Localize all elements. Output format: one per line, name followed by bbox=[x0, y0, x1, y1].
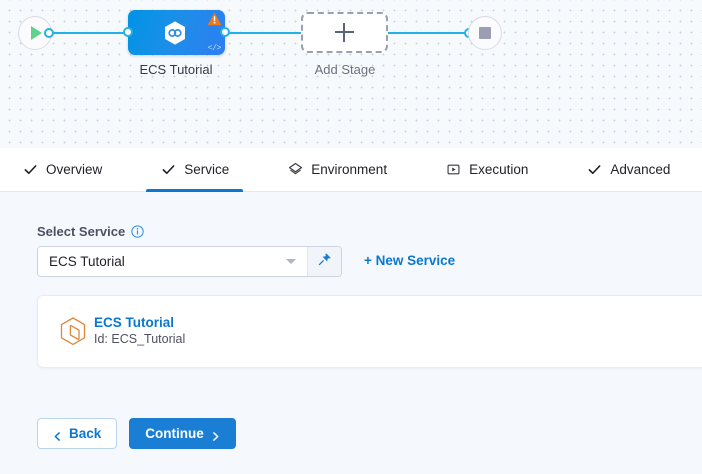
add-stage-button[interactable] bbox=[301, 12, 388, 53]
continue-button[interactable]: Continue bbox=[129, 418, 236, 449]
plus-icon bbox=[335, 23, 354, 42]
service-card-name[interactable]: ECS Tutorial bbox=[94, 315, 175, 330]
chevron-right-icon bbox=[211, 429, 220, 441]
connector-edge-stage-to-addstage bbox=[225, 32, 301, 34]
tab-execution[interactable]: Execution bbox=[431, 148, 542, 192]
play-icon bbox=[31, 26, 42, 40]
info-icon[interactable] bbox=[131, 225, 144, 238]
tab-label: Service bbox=[184, 162, 230, 177]
back-button[interactable]: Back bbox=[37, 418, 118, 449]
footer-actions: Back Continue bbox=[37, 418, 236, 449]
select-service-label: Select Service bbox=[37, 224, 144, 239]
service-card[interactable]: ECS Tutorial Id: ECS_Tutorial bbox=[37, 295, 702, 368]
check-icon bbox=[22, 162, 38, 178]
tab-label: Execution bbox=[469, 162, 529, 177]
tab-label: Overview bbox=[46, 162, 103, 177]
layers-icon bbox=[287, 162, 303, 178]
service-hexagon-icon bbox=[162, 20, 188, 46]
start-node-output-port[interactable] bbox=[44, 28, 54, 38]
service-hexagon-icon bbox=[58, 316, 88, 348]
service-card-id: Id: ECS_Tutorial bbox=[94, 332, 186, 346]
stop-square-icon bbox=[479, 27, 491, 39]
service-select-value-box[interactable]: ECS Tutorial bbox=[38, 247, 307, 276]
code-brackets-icon[interactable]: </> bbox=[207, 44, 222, 53]
warning-triangle-icon bbox=[207, 12, 222, 26]
tab-overview[interactable]: Overview bbox=[8, 148, 116, 192]
tab-environment[interactable]: Environment bbox=[273, 148, 401, 192]
back-button-label: Back bbox=[69, 426, 102, 441]
connector-edge-start-to-stage bbox=[47, 32, 131, 34]
check-icon bbox=[160, 162, 176, 178]
continue-button-label: Continue bbox=[145, 426, 204, 441]
pipeline-canvas[interactable]: </> ECS Tutorial Add Stage bbox=[0, 0, 702, 148]
stage-node-input-port[interactable] bbox=[123, 27, 133, 37]
pin-service-button[interactable] bbox=[307, 247, 341, 276]
tab-label: Environment bbox=[311, 162, 388, 177]
pipeline-end-node[interactable] bbox=[468, 16, 502, 50]
stage-node-output-port[interactable] bbox=[220, 27, 230, 37]
tab-advanced[interactable]: Advanced bbox=[572, 148, 684, 192]
service-select[interactable]: ECS Tutorial bbox=[37, 246, 342, 277]
stage-node-ecs-tutorial[interactable]: </> bbox=[123, 10, 230, 55]
connector-edge-addstage-to-end bbox=[388, 32, 474, 34]
tab-service[interactable]: Service bbox=[146, 148, 244, 192]
stage-node-label: ECS Tutorial bbox=[139, 62, 213, 77]
step-tabs: Overview Service Environment bbox=[0, 148, 702, 192]
service-select-value: ECS Tutorial bbox=[49, 254, 125, 269]
play-box-icon bbox=[445, 162, 461, 178]
add-stage-label: Add Stage bbox=[314, 62, 376, 77]
chevron-down-icon bbox=[286, 259, 296, 264]
check-icon bbox=[586, 162, 602, 178]
new-service-button[interactable]: + New Service bbox=[364, 253, 456, 268]
chevron-left-icon bbox=[53, 429, 62, 441]
pin-icon bbox=[317, 252, 332, 272]
tab-label: Advanced bbox=[610, 162, 671, 177]
select-service-label-text: Select Service bbox=[37, 224, 126, 239]
